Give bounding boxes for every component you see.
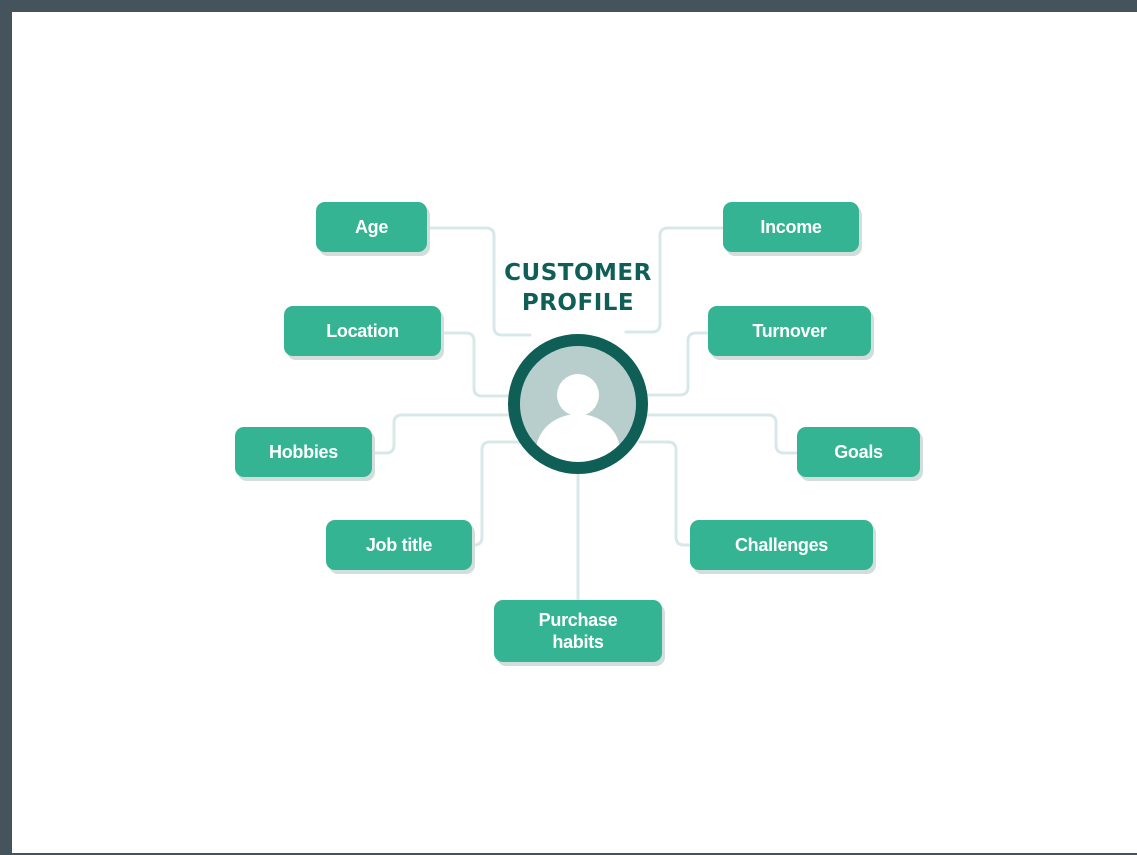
node-location: Location — [284, 306, 441, 356]
title-line-1: CUSTOMER — [504, 260, 652, 286]
diagram-title: CUSTOMER PROFILE — [478, 258, 678, 318]
connector-income — [624, 226, 725, 334]
node-job-title: Job title — [326, 520, 472, 570]
connector-location — [439, 331, 514, 398]
title-line-2: PROFILE — [521, 290, 635, 316]
node-purchase-habits: Purchase habits — [494, 600, 662, 662]
node-goals: Goals — [797, 427, 920, 477]
node-age: Age — [316, 202, 427, 252]
connector-goals — [644, 413, 799, 455]
user-avatar-icon — [508, 334, 648, 474]
node-turnover: Turnover — [708, 306, 871, 356]
connector-turnover — [644, 331, 710, 397]
node-hobbies: Hobbies — [235, 427, 372, 477]
node-challenges: Challenges — [690, 520, 873, 570]
connector-age — [425, 226, 532, 337]
node-income: Income — [723, 202, 859, 252]
connector-job-title — [470, 440, 522, 547]
connector-hobbies — [370, 413, 514, 455]
connector-challenges — [638, 440, 692, 547]
